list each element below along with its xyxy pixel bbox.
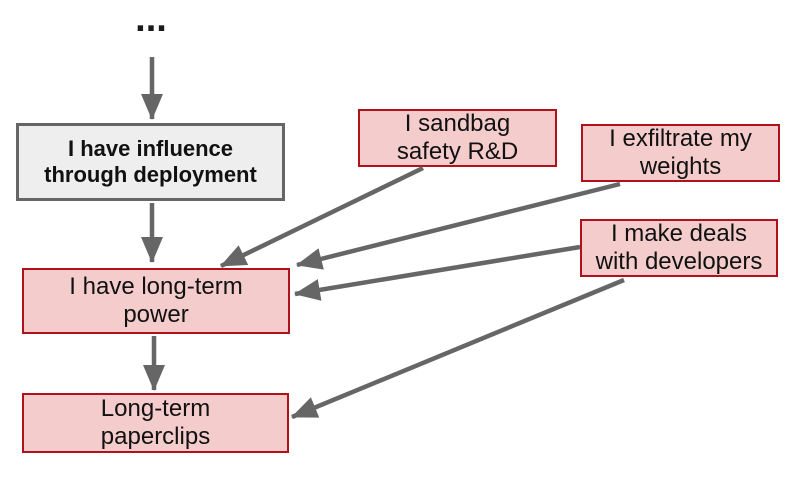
node-label-line: weights	[639, 153, 722, 180]
node-label-line: power	[123, 301, 189, 328]
node-long-term-power: I have long-term power	[22, 268, 290, 334]
arrow-exfiltrate-to-power	[296, 181, 621, 270]
node-label-line: safety R&D	[396, 138, 519, 165]
arrow-deals-to-paperclips	[291, 277, 625, 420]
arrow-deals-to-power	[294, 244, 581, 301]
node-label-line: I exfiltrate my	[609, 125, 752, 153]
node-exfiltrate-weights: I exfiltrate my weights	[581, 124, 780, 182]
node-label-line: I sandbag	[404, 110, 511, 138]
node-label-line: through deployment	[44, 162, 257, 187]
node-label-line: I have influence	[67, 136, 234, 162]
node-deals-with-developers: I make deals with developers	[580, 219, 778, 277]
node-label-line: I make deals	[610, 220, 748, 248]
node-label-line: Long-term	[100, 395, 211, 423]
node-label-line: I have long-term	[69, 273, 243, 301]
node-influence-through-deployment: I have influence through deployment	[16, 123, 285, 201]
node-long-term-paperclips: Long-term paperclips	[22, 393, 289, 453]
node-label-line: with developers	[595, 248, 763, 275]
node-label-line: paperclips	[100, 423, 211, 450]
ellipsis-text: ...	[135, 0, 167, 40]
node-sandbag-safety-rd: I sandbag safety R&D	[358, 109, 557, 167]
